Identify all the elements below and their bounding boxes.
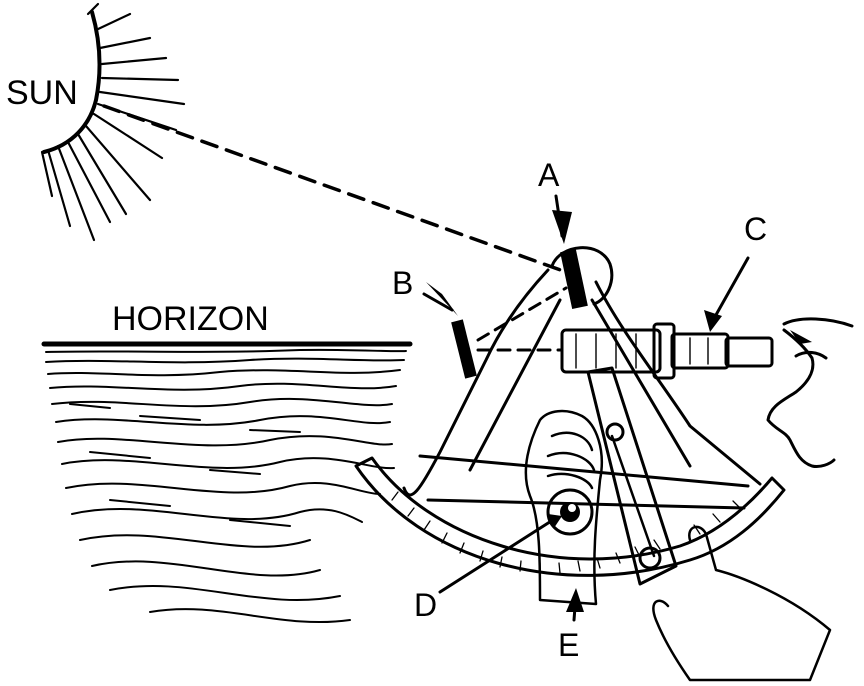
sextant-arc-scale [354,456,786,577]
hand-right [652,525,832,682]
label-e: E [558,588,584,663]
sun-label: SUN [6,74,78,112]
svg-text:D: D [414,587,437,623]
micrometer-drum-d [546,488,594,536]
horizon-label: HORIZON [112,300,269,338]
sun-light-ray [102,104,568,274]
observer-face [766,317,854,468]
horizon-sea: HORIZON [41,300,413,624]
sextant-frame [402,268,762,510]
svg-text:E: E [558,627,579,663]
svg-text:A: A [538,157,560,193]
sea-waves [45,348,407,624]
mirror-b-to-a-ray [476,286,568,342]
index-mirror-a [560,248,588,310]
hand-holding-handle [524,409,604,606]
sun-rays [40,2,186,242]
label-d: D [414,514,562,623]
index-arm [586,366,678,586]
sextant [354,246,854,682]
svg-text:C: C [744,211,767,247]
label-c: C [704,211,767,332]
observer-eye [790,330,812,344]
arc-scale-ticks [391,491,741,574]
index-arm-pivot [605,422,625,442]
label-a: A [538,157,572,244]
telescope-c [560,322,774,380]
vernier-clamp [638,546,662,570]
sun-figure: SUN [6,2,186,242]
svg-text:B: B [392,265,413,301]
sun-disc-edge [42,10,102,154]
horizon-mirror-b [451,319,477,379]
label-b: B [392,265,458,316]
